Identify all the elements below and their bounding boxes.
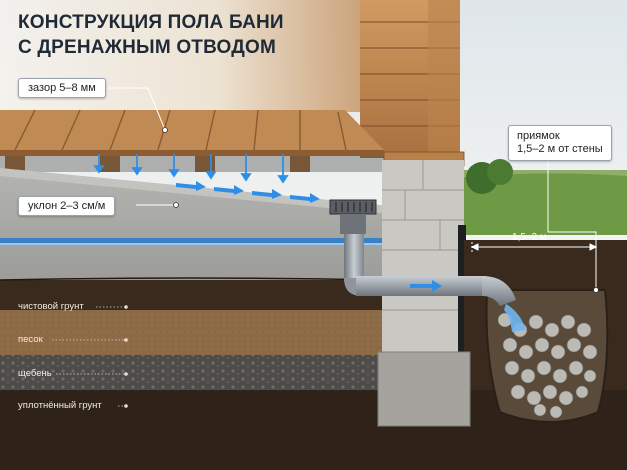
distance-dimension-label: 1,5–2 м (512, 232, 547, 243)
drain-pipe-icon (344, 232, 364, 282)
pit-callout-line-1: приямок (517, 130, 560, 142)
layer-label-sand: песок (18, 334, 43, 345)
pit-callout-line-2: 1,5–2 м от стены (517, 143, 603, 155)
slope-callout: уклон 2–3 см/м (18, 196, 116, 216)
floor-drain-grate-icon (329, 199, 377, 234)
page-title: КОНСТРУКЦИЯ ПОЛА БАНИ С ДРЕНАЖНЫМ ОТВОДО… (18, 10, 284, 60)
layer-label-gravel: щебень (18, 368, 52, 379)
gap-callout: зазор 5–8 мм (18, 78, 106, 98)
title-line-2: С ДРЕНАЖНЫМ ОТВОДОМ (18, 37, 277, 58)
layer-label-topsoil: чистовой грунт (18, 301, 84, 312)
layer-label-compacted-soil: уплотнённый грунт (18, 400, 102, 411)
title-line-1: КОНСТРУКЦИЯ ПОЛА БАНИ (18, 12, 284, 33)
pit-callout: приямок 1,5–2 м от стены (508, 125, 612, 161)
water-flow-arrow-icon (176, 181, 442, 292)
